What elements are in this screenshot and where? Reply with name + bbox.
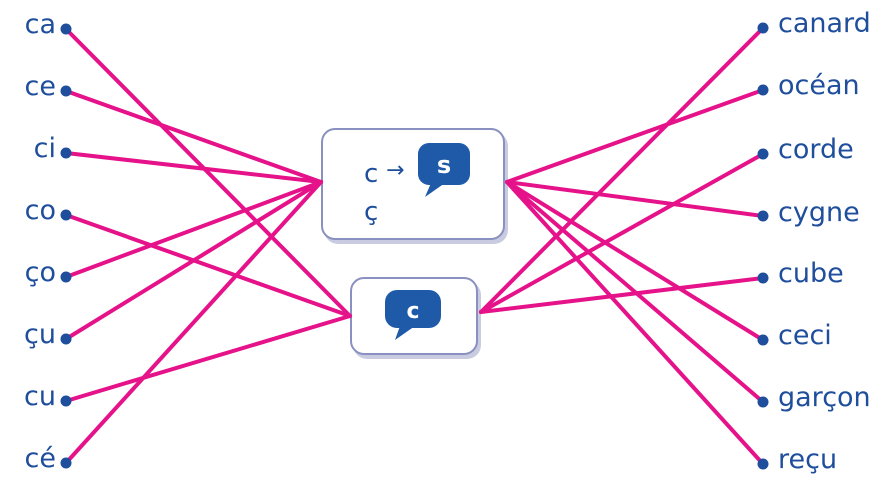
sound-box-s — [321, 128, 505, 240]
right-dot-4 — [757, 272, 769, 284]
right-word-canard: canard — [778, 8, 871, 39]
right-word-cygne: cygne — [778, 197, 860, 228]
speech-bubble-k-icon: c — [385, 290, 441, 340]
link-line-left-1 — [64, 89, 323, 184]
left-dot-5 — [60, 333, 72, 345]
link-line-right-0 — [479, 26, 765, 314]
left-dot-1 — [60, 85, 72, 97]
link-line-right-6 — [505, 180, 765, 404]
rule-letter-c-cedilla: ç — [364, 197, 379, 227]
left-dot-7 — [60, 457, 72, 469]
right-dot-7 — [757, 458, 769, 470]
left-dot-2 — [60, 147, 72, 159]
link-line-left-5 — [64, 180, 323, 341]
rule-arrow: → — [386, 158, 405, 183]
left-dot-4 — [60, 271, 72, 283]
right-word-corde: corde — [778, 134, 854, 165]
bubble-letter-c: c — [406, 299, 419, 324]
left-dot-6 — [60, 395, 72, 407]
left-word-ci: ci — [33, 133, 56, 164]
link-line-right-4 — [479, 276, 765, 314]
right-word-ocean: océan — [778, 70, 860, 101]
right-dot-0 — [757, 22, 769, 34]
link-line-right-2 — [479, 152, 765, 314]
left-word-ce-accent: cé — [24, 443, 56, 474]
left-dot-3 — [60, 209, 72, 221]
rule-letter-c: c — [364, 159, 379, 189]
left-word-cu-cedilla: çu — [24, 319, 56, 350]
link-line-left-7 — [64, 180, 323, 465]
right-word-garcon: garçon — [778, 382, 871, 413]
left-word-ca: ca — [24, 9, 56, 40]
link-line-right-3 — [505, 180, 765, 218]
right-word-cube: cube — [778, 258, 844, 289]
link-line-left-0 — [64, 27, 352, 318]
speech-bubble-s-icon: s — [418, 143, 470, 197]
link-line-right-1 — [505, 88, 765, 184]
left-word-co: co — [24, 195, 56, 226]
link-line-right-5 — [505, 180, 765, 342]
link-line-left-3 — [64, 213, 352, 318]
right-word-ceci: ceci — [778, 320, 832, 351]
link-line-right-7 — [505, 180, 765, 466]
bubble-letter-s: s — [437, 151, 451, 179]
right-dot-6 — [757, 396, 769, 408]
right-dot-1 — [757, 84, 769, 96]
link-line-left-2 — [64, 151, 323, 184]
right-dot-2 — [757, 148, 769, 160]
left-word-cu: cu — [24, 381, 56, 412]
right-word-recu: reçu — [778, 444, 838, 475]
left-word-co-cedilla: ço — [24, 257, 56, 288]
link-line-left-4 — [64, 180, 323, 279]
link-line-left-6 — [64, 314, 352, 403]
right-dot-5 — [757, 334, 769, 346]
left-word-ce: ce — [24, 71, 56, 102]
right-dot-3 — [757, 210, 769, 222]
left-dot-0 — [60, 23, 72, 35]
